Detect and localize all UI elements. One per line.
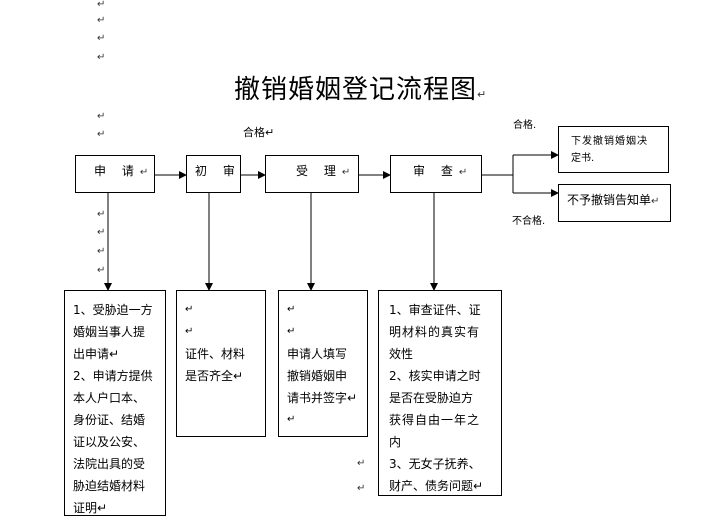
detail-line: 3、无女子抚养、 (389, 457, 481, 471)
step-initial-label: 初 审 (195, 164, 241, 178)
paragraph-mark: ↵ (287, 326, 296, 337)
detail-line: 撤销婚姻申 (287, 369, 348, 383)
decision-box: 下发撤销婚姻决 定书. (558, 126, 669, 173)
paragraph-mark: ↵ (185, 304, 194, 315)
paragraph-mark: ↵ (357, 458, 366, 469)
detail-line: 本人户口本、 (73, 391, 146, 405)
paragraph-mark: ↵ (97, 52, 106, 63)
detail-apply-box: 1、受胁迫一方 婚姻当事人提 出申请↵ 2、申请方提供 本人户口本、 身份证、结… (64, 290, 166, 516)
detail-line: 效性 (389, 347, 414, 361)
detail-line: 胁迫结婚材料 (73, 479, 146, 493)
unqualified-label: 不合格. (512, 216, 546, 227)
paragraph-mark: ↵ (97, 111, 106, 122)
decision-line-1: 下发撤销婚姻决 (571, 136, 648, 147)
paragraph-mark: ↵ (97, 15, 106, 26)
diagram-title-text: 撤销婚姻登记流程图 (234, 75, 478, 105)
detail-line: 申请人填写 (287, 347, 348, 361)
rejection-label: 不予撤销告知单 (567, 193, 652, 207)
paragraph-mark: ↵ (97, 129, 106, 140)
detail-line: 请书并签字↵ (287, 391, 358, 405)
detail-line: 1、审查证件、证 (389, 303, 481, 317)
paragraph-mark: ↵ (185, 326, 194, 337)
detail-line: 是否在受胁迫方 (389, 391, 474, 405)
detail-line: 证明↵ (73, 501, 108, 515)
step-apply-label: 申 请 (94, 164, 140, 178)
paragraph-mark: ↵ (97, 0, 106, 10)
paragraph-mark: ↵ (97, 246, 106, 257)
detail-line: 内 (389, 435, 402, 449)
detail-line: 获得自由一年之 (389, 413, 481, 427)
detail-line: 证件、材料 (185, 347, 246, 361)
detail-line: 身份证、结婚 (73, 413, 146, 427)
paragraph-mark: ↵ (477, 88, 488, 101)
detail-line: 婚姻当事人提 (73, 325, 146, 339)
detail-accept-box: ↵ ↵ 申请人填写 撤销婚姻申 请书并签字↵ ↵ (278, 290, 368, 437)
qualified-label-right: 合格. (513, 120, 537, 131)
detail-line: 财产、债务问题↵ (389, 479, 484, 493)
detail-line: 2、申请方提供 (73, 369, 153, 383)
detail-review-box: 1、审查证件、证 明材料的真实有 效性 2、核实申请之时 是否在受胁迫方 获得自… (378, 290, 502, 496)
rejection-box: 不予撤销告知单↵ (558, 184, 671, 222)
step-initial-box: 初 审 (186, 155, 241, 193)
detail-line: 法院出具的受 (73, 457, 146, 471)
paragraph-mark: ↵ (97, 33, 106, 44)
paragraph-mark: ↵ (287, 414, 296, 425)
paragraph-mark: ↵ (97, 227, 106, 238)
paragraph-mark: ↵ (357, 483, 366, 494)
qualified-label-top: 合格↵ (243, 126, 275, 139)
detail-line: 出申请↵ (73, 347, 120, 361)
paragraph-mark: ↵ (97, 265, 106, 276)
detail-line: 证以及公安、 (73, 435, 146, 449)
detail-initial-box: ↵ ↵ 证件、材料 是否齐全↵ (176, 290, 266, 437)
step-apply-box: 申 请↵ (75, 155, 155, 193)
paragraph-mark: ↵ (97, 209, 106, 220)
step-accept-box: 受 理↵ (265, 155, 359, 193)
step-review-box: 审 查↵ (390, 155, 482, 193)
step-accept-label: 受 理 (296, 164, 342, 178)
detail-line: 2、核实申请之时 (389, 369, 481, 383)
paragraph-mark: ↵ (287, 304, 296, 315)
detail-line: 1、受胁迫一方 (73, 303, 153, 317)
step-review-label: 审 查 (413, 164, 459, 178)
detail-line: 明材料的真实有 (389, 325, 481, 339)
decision-line-2: 定书. (571, 153, 595, 164)
diagram-title: 撤销婚姻登记流程图↵ (234, 69, 494, 106)
detail-line: 是否齐全↵ (185, 369, 244, 383)
